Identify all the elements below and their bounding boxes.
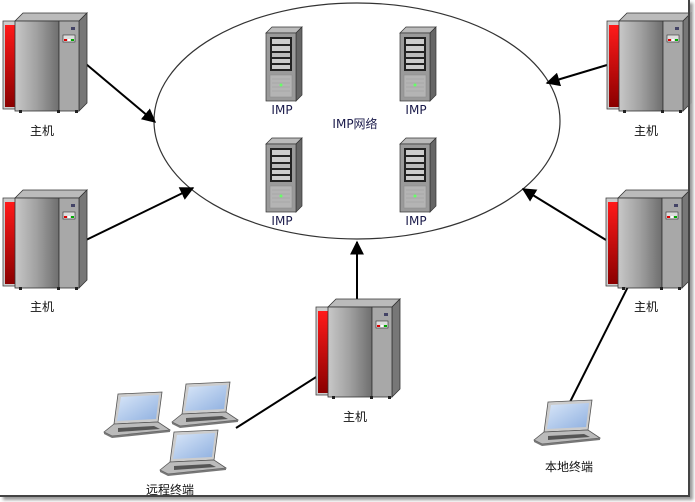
host-label-middle-right: 主机 bbox=[633, 300, 659, 314]
imp-node-2 bbox=[399, 26, 437, 102]
host-bottom-center bbox=[315, 298, 401, 400]
edge-host-top-left bbox=[85, 63, 157, 123]
edge-host-middle-right bbox=[521, 188, 607, 241]
imp-label-4: IMP bbox=[405, 214, 427, 228]
host-label-top-right: 主机 bbox=[633, 124, 659, 138]
host-label-middle-left: 主机 bbox=[29, 300, 55, 314]
local-terminal-laptop bbox=[533, 399, 601, 447]
imp-label-2: IMP bbox=[405, 103, 427, 117]
remote-terminal-laptop-2 bbox=[171, 381, 239, 429]
imp-label-1: IMP bbox=[271, 103, 293, 117]
host-top-left bbox=[2, 12, 88, 114]
imp-network-label: IMP网络 bbox=[332, 117, 378, 131]
edge-host-top-right bbox=[545, 64, 608, 87]
edge-host-middle-left bbox=[85, 187, 195, 241]
imp-node-1 bbox=[265, 26, 303, 102]
host-label-bottom-center: 主机 bbox=[342, 410, 368, 424]
host-label-top-left: 主机 bbox=[29, 124, 55, 138]
imp-label-3: IMP bbox=[271, 214, 293, 228]
host-middle-left bbox=[2, 189, 88, 291]
host-top-right bbox=[606, 12, 692, 114]
imp-node-3 bbox=[265, 137, 303, 213]
remote-terminal-laptop-1 bbox=[103, 391, 171, 439]
host-middle-right bbox=[605, 189, 691, 291]
imp-node-4 bbox=[399, 137, 437, 213]
remote-terminal-laptop-3 bbox=[159, 429, 227, 477]
remote-terminal-label: 远程终端 bbox=[145, 483, 195, 497]
local-terminal-label: 本地终端 bbox=[544, 460, 594, 474]
